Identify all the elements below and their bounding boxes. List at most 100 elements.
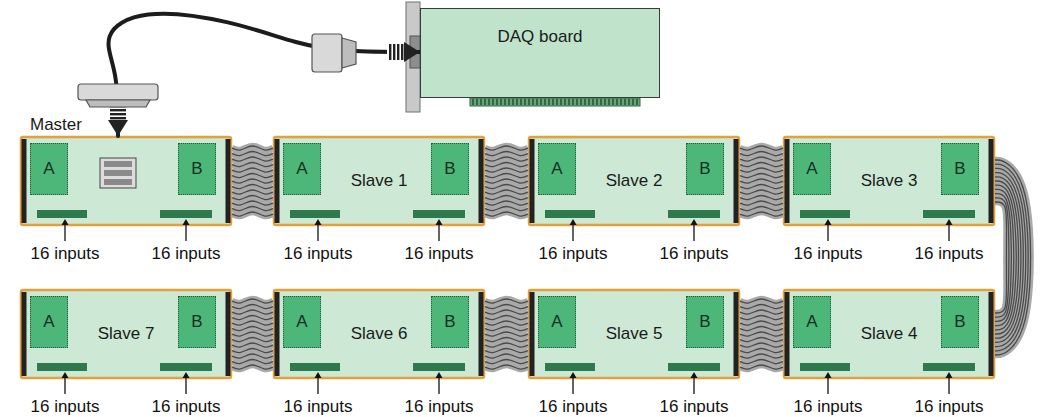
ribbon-wire — [485, 152, 528, 156]
ribbon-wire — [740, 157, 783, 161]
input-count-label: 16 inputs — [660, 245, 729, 262]
ribbon-band — [995, 168, 1026, 346]
ribbon-wire — [995, 189, 1014, 325]
chip: A — [538, 296, 576, 348]
socket-row — [104, 170, 132, 176]
ribbon-wire — [232, 185, 273, 189]
board-label: Slave 2 — [606, 171, 663, 191]
input-count-label: 16 inputs — [405, 245, 474, 262]
ribbon-wire — [485, 163, 528, 167]
ribbon-wire — [740, 343, 783, 347]
arrow-stripe — [397, 44, 399, 60]
ribbon-band — [995, 189, 1014, 325]
board-artwork — [784, 290, 994, 394]
ribbon-wire — [485, 338, 528, 342]
chip: B — [178, 296, 216, 348]
ribbon-cable — [232, 146, 273, 216]
data-cable — [108, 14, 420, 136]
arrow-tip — [404, 42, 420, 62]
ribbon-wire — [995, 168, 1026, 346]
ribbon-wire — [485, 168, 528, 172]
ribbon-wire — [485, 343, 528, 347]
chip-letter: B — [444, 312, 455, 332]
ribbon-wire — [740, 207, 783, 211]
arrow-stripe — [110, 113, 126, 115]
chip-letter: A — [296, 312, 307, 332]
ribbon-wire — [232, 168, 273, 172]
ribbon-wire — [740, 338, 783, 342]
ribbon-wire — [740, 212, 783, 216]
input-count-label: 16 inputs — [794, 398, 863, 415]
circuit-board: Slave 2AB — [528, 136, 740, 226]
cable-plug — [86, 100, 150, 107]
arrow-stripe — [393, 44, 395, 60]
ribbon-wire — [485, 354, 528, 358]
ribbon-wire — [485, 327, 528, 331]
ribbon-wire — [485, 174, 528, 178]
ribbon-wire — [740, 305, 783, 309]
chip: A — [793, 143, 831, 195]
ribbon-wire — [485, 360, 528, 364]
input-count-label: 16 inputs — [539, 398, 608, 415]
ribbon-wire — [232, 327, 273, 331]
ribbon-wire — [232, 349, 273, 353]
ribbon-wire — [232, 365, 273, 369]
ribbon-wire — [740, 321, 783, 325]
chip-letter: A — [806, 312, 817, 332]
arrow-stripe — [110, 117, 126, 119]
ribbon-wire — [740, 196, 783, 200]
input-count-label: 16 inputs — [915, 398, 984, 415]
chip-letter: A — [296, 159, 307, 179]
ribbon-wire — [740, 201, 783, 205]
ribbon-band — [995, 160, 1031, 355]
arrow-stripe — [110, 109, 126, 111]
ribbon-wire — [232, 190, 273, 194]
input-count-label: 16 inputs — [31, 245, 100, 262]
ribbon-band — [485, 212, 528, 216]
input-count-label: 16 inputs — [405, 398, 474, 415]
board-heading: Master — [30, 115, 82, 135]
ribbon-wire — [995, 194, 1011, 322]
ribbon-band — [995, 177, 1021, 338]
board-artwork — [21, 137, 231, 241]
arrow-tip — [108, 120, 128, 136]
chip-letter: B — [954, 312, 965, 332]
input-count-label: 16 inputs — [152, 245, 221, 262]
ribbon-band — [995, 173, 1023, 343]
input-count-label: 16 inputs — [284, 398, 353, 415]
chip-letter: B — [191, 159, 202, 179]
ribbon-wire — [232, 338, 273, 342]
input-count-label: 16 inputs — [539, 245, 608, 262]
ribbon-wire — [232, 174, 273, 178]
chip: B — [941, 143, 979, 195]
ribbon-wire — [232, 332, 273, 336]
input-count-label: 16 inputs — [152, 398, 221, 415]
ribbon-wire — [740, 299, 783, 303]
ribbon-cable — [740, 299, 783, 369]
ribbon-wire — [740, 146, 783, 150]
ribbon-band — [995, 164, 1028, 351]
board-artwork — [274, 137, 484, 241]
ribbon-band — [995, 181, 1019, 334]
ribbon-wire — [740, 360, 783, 364]
chip: A — [283, 296, 321, 348]
ribbon-wire — [232, 212, 273, 216]
board-artwork — [529, 137, 739, 241]
input-count-label: 16 inputs — [660, 398, 729, 415]
circuit-board: MasterAB — [20, 136, 232, 226]
chip-letter: B — [699, 159, 710, 179]
ribbon-wire — [485, 212, 528, 216]
chip: B — [686, 296, 724, 348]
chip-letter: B — [444, 159, 455, 179]
board-label: Slave 1 — [351, 171, 408, 191]
chip: A — [283, 143, 321, 195]
ribbon-wire — [232, 163, 273, 167]
ribbon-wire — [232, 316, 273, 320]
ribbon-wire — [485, 305, 528, 309]
ribbon-wire — [485, 310, 528, 314]
chip-letter: A — [43, 159, 54, 179]
ribbon-wire — [995, 202, 1007, 313]
chip: B — [431, 296, 469, 348]
board-artwork — [529, 290, 739, 394]
ribbon-band — [485, 365, 528, 369]
